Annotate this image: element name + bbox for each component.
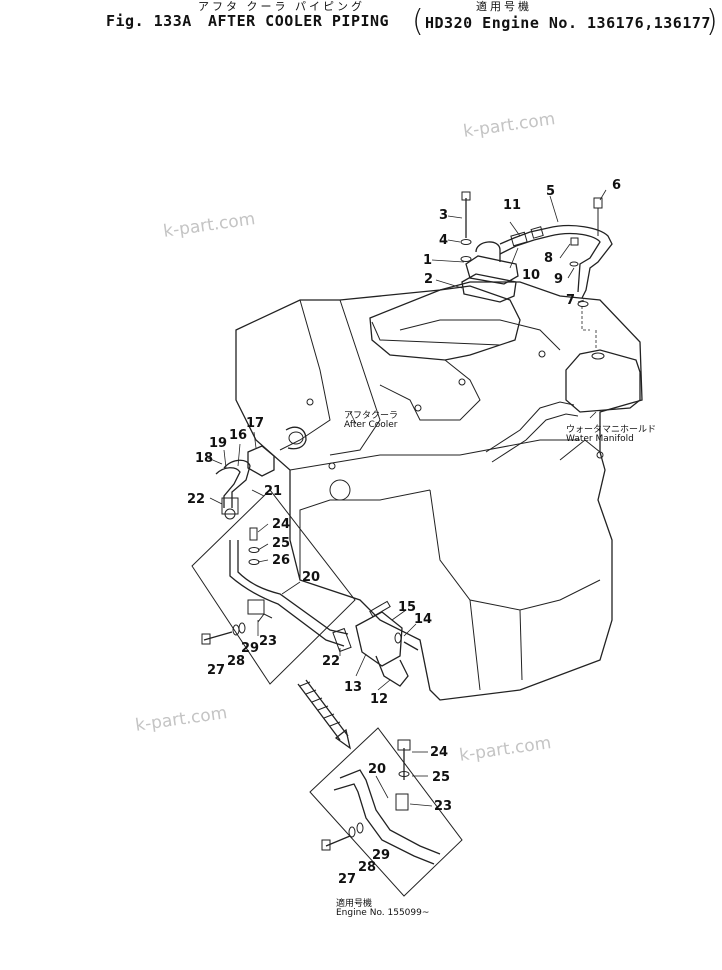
engine-block-outline [235,281,643,701]
inset-lower-border [309,727,463,897]
callout-22: 22 [187,492,206,507]
elbow-16 [223,459,251,508]
inset-applicability-jp: 適用号機 [336,899,373,909]
gasket [461,273,517,303]
after-cooler-label-jp: アフタクーラ [344,411,399,421]
callout-29: 29 [241,641,260,656]
callout-19: 19 [209,436,228,451]
lower-callout-24: 24 [430,745,449,760]
callout-14: 14 [414,612,433,627]
callout-20: 20 [302,570,321,585]
boss-1 [329,479,351,501]
plug-6 [593,197,603,209]
callout-13: 13 [344,680,363,695]
elbow-flange [465,255,519,285]
inset-engine-label: Engine No. 155099~ [336,908,430,918]
callout-5: 5 [546,184,556,199]
callout-4: 4 [439,233,449,248]
callout-18: 18 [195,451,214,466]
callout-24: 24 [272,517,291,532]
title-japanese: アフタ クーラ パイピング [198,0,365,13]
callout-2: 2 [424,272,434,287]
callout-28: 28 [227,654,246,669]
callout-6: 6 [612,178,622,193]
water-manifold [565,349,641,413]
right-paren: ) [706,4,718,39]
callout-3: 3 [439,208,449,223]
callout-10: 10 [522,268,541,283]
callout-25: 25 [272,536,291,551]
callout-11: 11 [503,198,522,213]
callout-7: 7 [566,293,576,308]
pipe-20-upper [237,540,349,635]
lower-callout-29: 29 [372,848,391,863]
left-paren: ( [412,4,424,39]
callout-16: 16 [229,428,248,443]
figure-title: AFTER COOLER PIPING [208,12,390,30]
lower-callout-23: 23 [434,799,453,814]
callout-8: 8 [544,251,554,266]
callout-23: 23 [259,634,278,649]
callout-27: 27 [207,663,226,678]
lower-callout-25: 25 [432,770,451,785]
callout-15: 15 [398,600,417,615]
inset-upper-border [191,489,356,685]
lower-callout-20: 20 [368,762,387,777]
after-cooler-body [369,285,521,361]
callout-21: 21 [264,484,283,499]
transition-arrow [297,679,349,741]
after-cooler-label: After Cooler [344,420,398,430]
lower-callout-27: 27 [338,872,357,887]
callout-12: 12 [370,692,389,707]
water-manifold-label: Water Manifold [566,434,634,444]
callout-26: 26 [272,553,291,568]
callout-9: 9 [554,272,564,287]
flange-17 [247,445,275,477]
callout-22b: 22 [322,654,341,669]
pump-fitting [355,611,403,667]
figure-number: Fig. 133A [106,12,192,30]
lower-callout-28: 28 [358,860,377,875]
callout-1: 1 [423,253,433,268]
applicability-engine: HD320 Engine No. 136176,136177 [425,14,711,32]
water-manifold-label-jp: ウォータマニホールド [566,425,657,435]
callout-17: 17 [246,416,265,431]
applicability-japanese: 適用号機 [476,0,532,13]
pipe-20-lower [339,769,441,855]
pipe-5 [547,224,613,299]
